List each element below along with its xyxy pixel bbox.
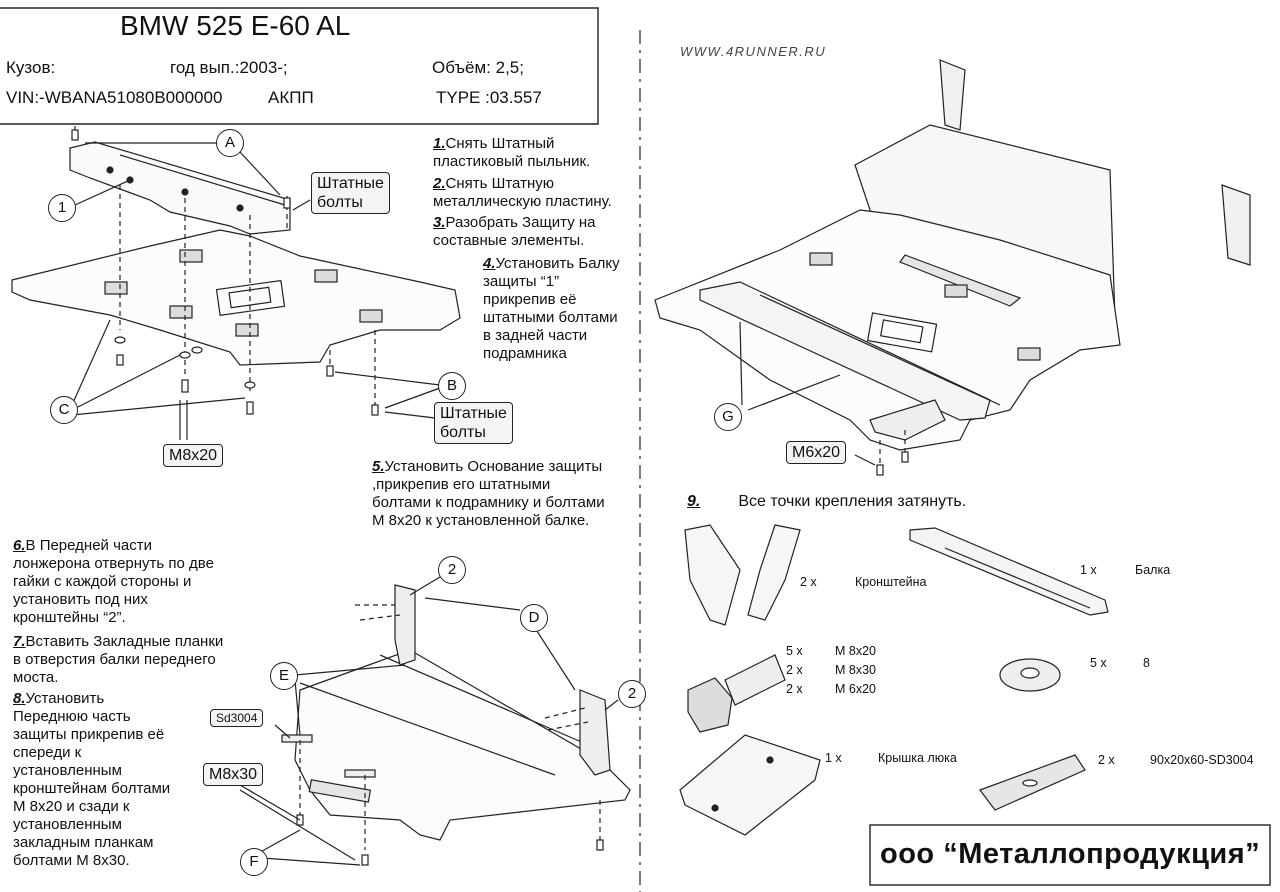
bolt-qty-1: 5 x — [786, 644, 803, 658]
step-9: 9.Все точки крепления затянуть. — [687, 493, 967, 510]
body-label: Кузов: — [6, 58, 56, 77]
front-part-drawing — [281, 584, 631, 866]
step-4: 4.Установить Балку защиты “1”прикрепив е… — [483, 255, 620, 362]
bolt-qty-3: 2 x — [786, 682, 803, 696]
leader-lines-right — [739, 321, 876, 466]
bolt-name-3: M 6x20 — [835, 682, 876, 696]
step-6: 6.В Передней части лонжерона отвернуть п… — [13, 537, 214, 626]
bolt-part-drawing — [687, 654, 786, 733]
washer-name: 8 — [1143, 656, 1150, 670]
hatch-qty: 1 x — [825, 751, 842, 765]
base-plate-drawing — [11, 229, 461, 366]
bolt-name-2: M 8x30 — [835, 663, 876, 677]
m8x20-label: M8x20 — [163, 444, 224, 467]
rear-beam-drawing — [69, 141, 291, 235]
plank-name: 90x20x60-SD3004 — [1150, 753, 1254, 767]
company-name: ооо “Металлопродукция” — [880, 838, 1261, 870]
website-label: WWW.4RUNNER.RU — [680, 44, 827, 59]
engine-volume: Объём: 2,5; — [432, 58, 524, 77]
bolt-name-1: M 8x20 — [835, 644, 876, 658]
plank-qty: 2 x — [1098, 753, 1115, 767]
washer-qty: 5 x — [1090, 656, 1107, 670]
header-box — [0, 7, 599, 125]
washer-part-drawing — [999, 658, 1061, 692]
transmission-type: АКПП — [268, 88, 314, 107]
m8x30-label: M8x30 — [203, 763, 264, 786]
leader-lines-left — [71, 142, 441, 440]
callout-c: C — [50, 396, 78, 424]
callout-1: 1 — [48, 194, 76, 222]
beam-part-drawing — [909, 527, 1109, 616]
bolt-icons-left — [71, 129, 379, 416]
bracket-qty: 2 x — [800, 575, 817, 589]
hatch-name: Крышка люка — [878, 751, 957, 765]
type-code: TYPE :03.557 — [436, 88, 542, 107]
vin-number: VIN:-WBANA51080B000000 — [6, 88, 223, 107]
step-5: 5.Установить Основание защиты ,прикрепив… — [372, 458, 605, 529]
bracket-name: Кронштейна — [855, 575, 927, 589]
sd3004-label: Sd3004 — [210, 709, 264, 727]
callout-2-right: 2 — [618, 680, 646, 708]
m6x20-label: M6x20 — [786, 441, 847, 464]
company-box — [869, 824, 1271, 886]
callout-g: G — [714, 403, 742, 431]
callout-b: B — [438, 372, 466, 400]
step-7: 7.Вставить Закладные планки в отверстия … — [13, 633, 224, 686]
model-title: BMW 525 E-60 AL — [120, 10, 351, 41]
callout-d: D — [520, 604, 548, 632]
callout-a: A — [216, 129, 244, 157]
beam-name: Балка — [1135, 563, 1171, 577]
production-year: год вып.:2003-; — [170, 58, 288, 77]
bracket-parts-drawing — [684, 524, 801, 626]
bolt-qty-2: 2 x — [786, 663, 803, 677]
plank-part-drawing — [979, 754, 1086, 811]
callout-e: E — [270, 662, 298, 690]
callout-2-top: 2 — [438, 556, 466, 584]
hatch-part-drawing — [679, 734, 821, 836]
callout-f: F — [240, 848, 268, 876]
beam-qty: 1 x — [1080, 563, 1097, 577]
assembled-view-drawing — [654, 59, 1251, 476]
